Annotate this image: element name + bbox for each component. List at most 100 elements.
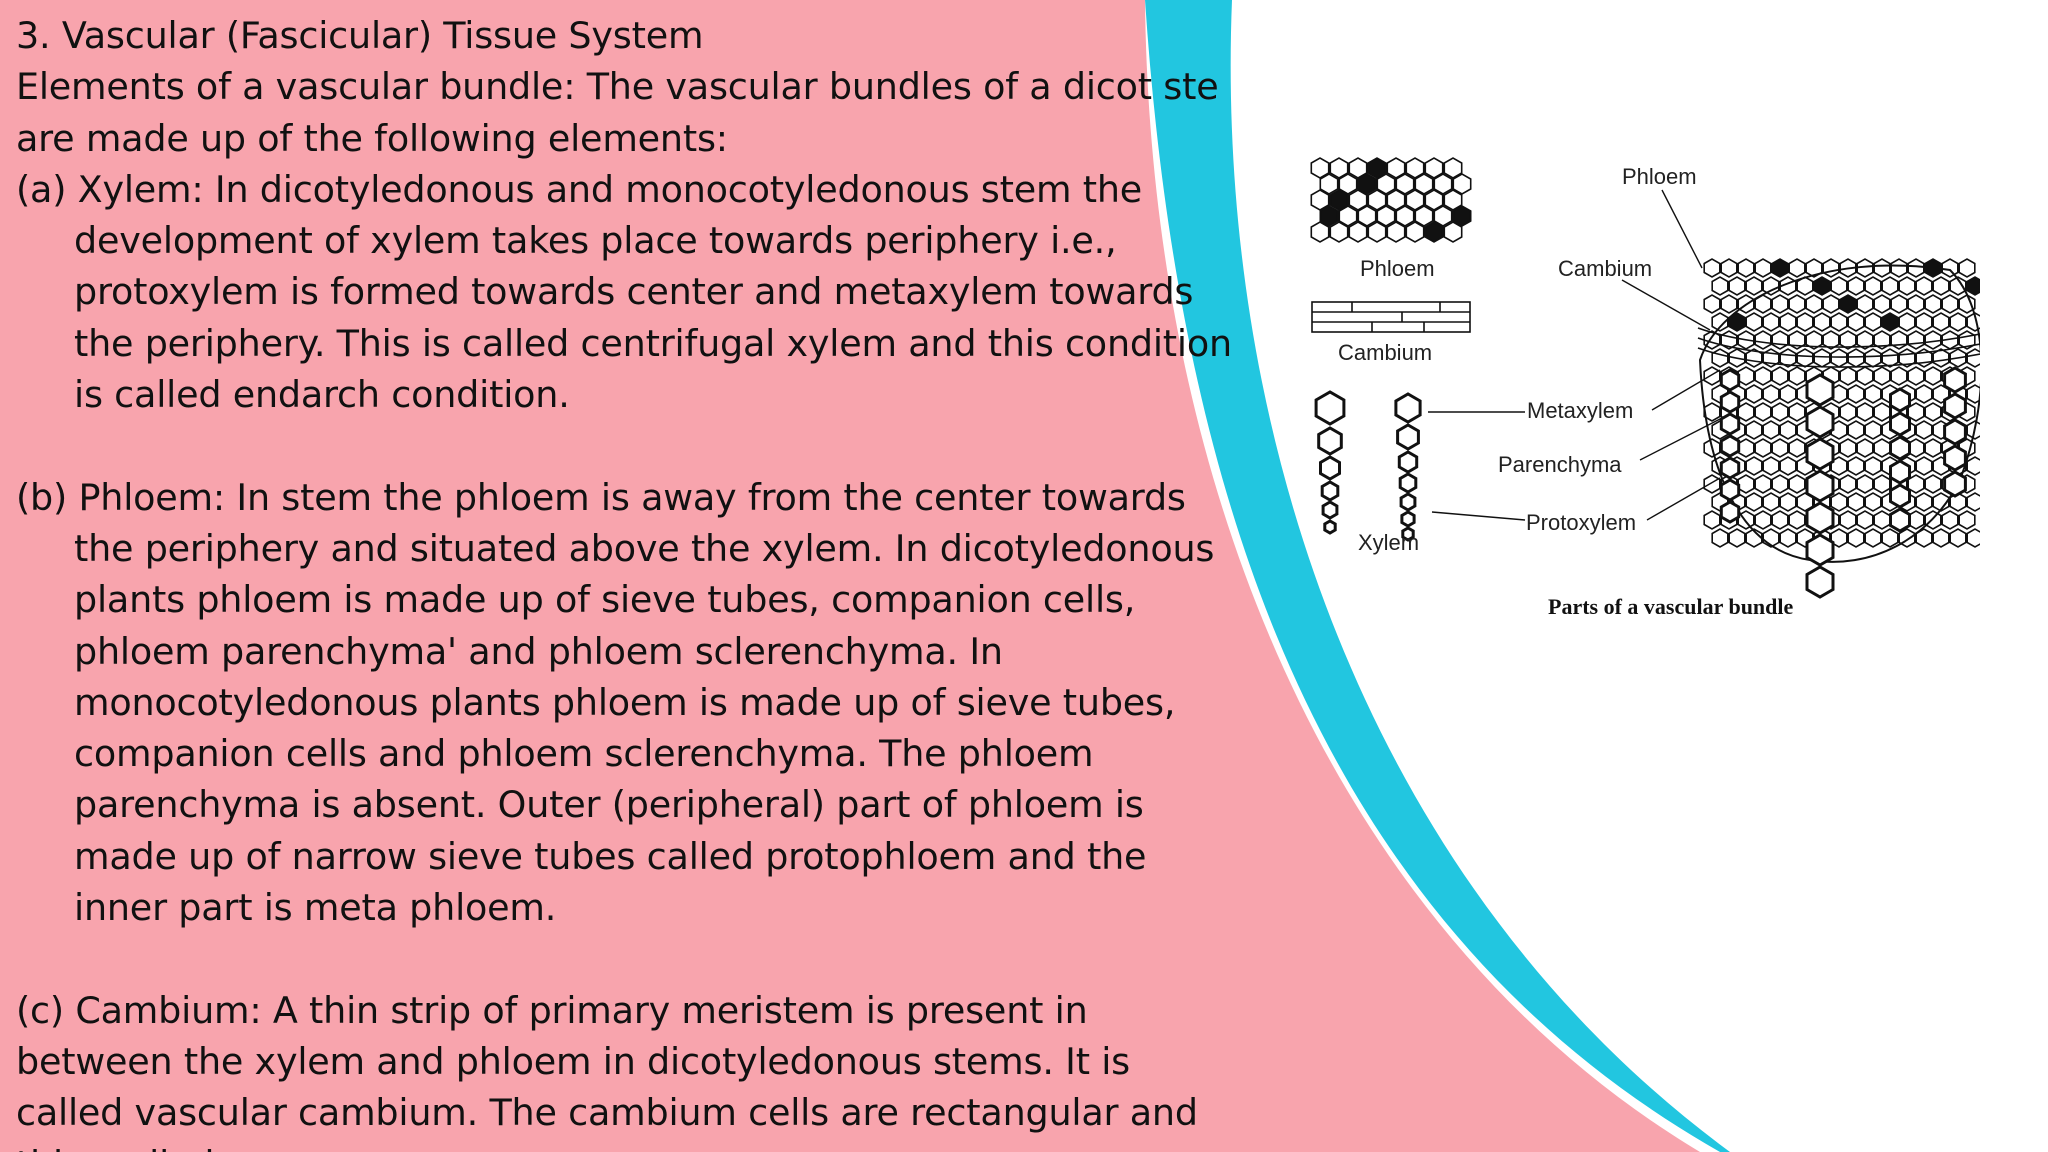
label-phloem-small: Phloem bbox=[1360, 256, 1435, 281]
bundle-cell bbox=[1830, 528, 1848, 548]
xylem-small-diagram bbox=[1314, 390, 1422, 542]
bundle-cell bbox=[1711, 528, 1729, 548]
bundle-cell bbox=[1932, 312, 1950, 332]
phloem-cell bbox=[1424, 157, 1444, 179]
bundle-cell bbox=[1890, 294, 1908, 314]
bundle-cell bbox=[1779, 348, 1797, 368]
bundle-cell bbox=[1856, 258, 1874, 278]
label-phloem-top: Phloem bbox=[1622, 164, 1697, 189]
bundle-cell bbox=[1711, 276, 1729, 296]
phloem-cell bbox=[1386, 221, 1406, 243]
paragraph-gap bbox=[16, 933, 1186, 984]
phloem-cell bbox=[1376, 205, 1396, 227]
bundle-cell bbox=[1771, 510, 1789, 530]
bundle-cell bbox=[1958, 510, 1976, 530]
bundle-cell bbox=[1779, 528, 1797, 548]
bundle-cell bbox=[1966, 528, 1980, 548]
bundle-cell bbox=[1720, 294, 1738, 314]
bundle-cell bbox=[1720, 258, 1738, 278]
bundle-cell bbox=[1805, 294, 1823, 314]
bundle-cell bbox=[1873, 438, 1891, 458]
bundle-cell bbox=[1737, 294, 1755, 314]
intro-line-2: are made up of the following elements: bbox=[16, 116, 728, 160]
bundle-cell bbox=[1873, 258, 1891, 278]
bundle-cell bbox=[1839, 402, 1857, 422]
phloem-cell bbox=[1357, 205, 1377, 227]
bundle-cell bbox=[1779, 420, 1797, 440]
phloem-cell bbox=[1405, 189, 1425, 211]
bundle-cell bbox=[1966, 492, 1980, 512]
bundle-cell bbox=[1924, 474, 1942, 494]
label-metaxylem: Metaxylem bbox=[1527, 398, 1633, 423]
phloem-cells-diagram bbox=[1310, 157, 1472, 243]
bundle-cell bbox=[1788, 474, 1806, 494]
bundle-cell bbox=[1822, 294, 1840, 314]
bundle-cell bbox=[1796, 312, 1814, 332]
bundle-cell bbox=[1890, 366, 1908, 386]
xylem-line: is called endarch condition. bbox=[74, 373, 570, 417]
bundle-cell bbox=[1864, 528, 1882, 548]
xylem-vessel-columns bbox=[1719, 366, 1967, 599]
bundle-cell bbox=[1703, 366, 1721, 386]
xylem-vessel bbox=[1805, 501, 1835, 535]
phloem-cell bbox=[1443, 157, 1463, 179]
xylem-vessel bbox=[1719, 500, 1741, 524]
bundle-cell bbox=[1805, 258, 1823, 278]
bundle-cell bbox=[1779, 276, 1797, 296]
bundle-cell bbox=[1796, 528, 1814, 548]
phloem-cell bbox=[1443, 221, 1463, 243]
bundle-cell bbox=[1966, 312, 1980, 332]
bundle-cell bbox=[1728, 528, 1746, 548]
bundle-cell bbox=[1771, 294, 1789, 314]
bundle-cell bbox=[1745, 456, 1763, 476]
phloem-cell bbox=[1424, 189, 1444, 211]
bundle-cell bbox=[1958, 438, 1976, 458]
phloem-cell bbox=[1367, 157, 1387, 179]
xylem-vessel bbox=[1323, 519, 1337, 535]
bundle-cell bbox=[1745, 348, 1763, 368]
bundle-cell bbox=[1949, 276, 1967, 296]
bundle-cell bbox=[1788, 258, 1806, 278]
bundle-cell bbox=[1915, 384, 1933, 404]
xylem-vessel bbox=[1889, 435, 1911, 461]
phloem-cell bbox=[1329, 157, 1349, 179]
bundle-cell bbox=[1813, 276, 1831, 296]
bundle-cell bbox=[1830, 492, 1848, 512]
cambium-line: thin walled bbox=[16, 1139, 1186, 1152]
xylem-vessel bbox=[1317, 426, 1343, 456]
bundle-cell bbox=[1796, 348, 1814, 368]
bundle-cell bbox=[1830, 276, 1848, 296]
phloem-cell bbox=[1443, 189, 1463, 211]
bundle-cell bbox=[1703, 294, 1721, 314]
phloem-cell bbox=[1414, 205, 1434, 227]
xylem-vessel bbox=[1397, 450, 1419, 474]
xylem-vessel bbox=[1400, 510, 1416, 528]
phloem-cell bbox=[1367, 221, 1387, 243]
phloem-line: phloem parenchyma' and phloem sclerenchy… bbox=[74, 629, 1003, 673]
xylem-vessel bbox=[1394, 392, 1422, 424]
bundle-cell bbox=[1711, 312, 1729, 332]
label-cambium-small: Cambium bbox=[1338, 340, 1432, 365]
bundle-cell bbox=[1711, 348, 1729, 368]
bundle-cell bbox=[1949, 528, 1967, 548]
bundle-cell bbox=[1915, 456, 1933, 476]
bundle-cell bbox=[1737, 330, 1755, 350]
bundle-cell bbox=[1745, 384, 1763, 404]
bundle-cell bbox=[1924, 366, 1942, 386]
pink-panel bbox=[0, 0, 1700, 1152]
bundle-cell bbox=[1728, 276, 1746, 296]
xylem-vessel bbox=[1314, 390, 1346, 426]
bundle-cell bbox=[1864, 492, 1882, 512]
phloem-cell bbox=[1452, 205, 1472, 227]
phloem-cell bbox=[1376, 173, 1396, 195]
xylem-vessel bbox=[1719, 434, 1741, 458]
label-xylem: Xylem bbox=[1358, 530, 1419, 555]
xylem-vessel bbox=[1943, 366, 1967, 394]
bundle-cell bbox=[1890, 330, 1908, 350]
bundle-cell bbox=[1907, 294, 1925, 314]
xylem-line: protoxylem is formed towards center and … bbox=[74, 270, 1194, 314]
paragraph-gap bbox=[16, 420, 1186, 471]
phloem-cell bbox=[1338, 205, 1358, 227]
